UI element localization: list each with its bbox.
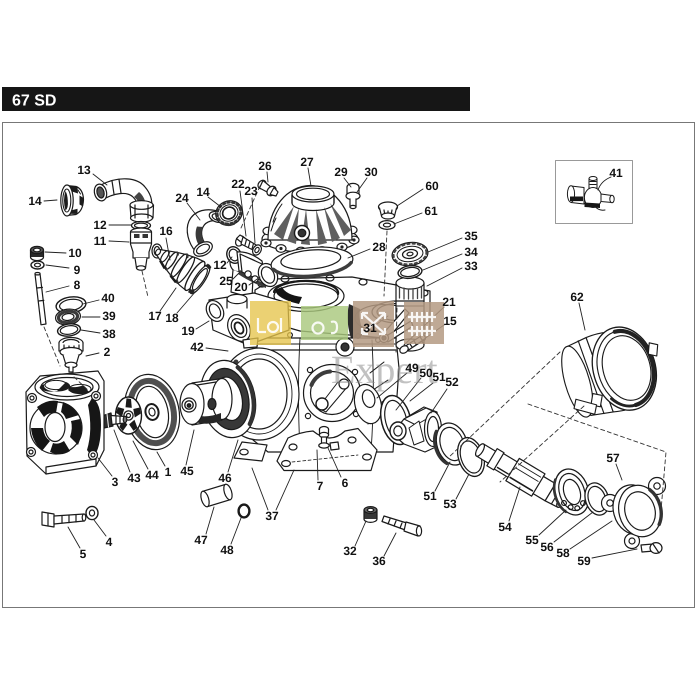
svg-text:38: 38 xyxy=(102,327,116,341)
svg-text:1: 1 xyxy=(165,465,172,479)
svg-text:22: 22 xyxy=(231,177,245,191)
svg-text:39: 39 xyxy=(102,309,116,323)
svg-text:47: 47 xyxy=(194,533,208,547)
svg-text:50: 50 xyxy=(419,366,433,380)
svg-text:30: 30 xyxy=(364,165,378,179)
svg-text:37: 37 xyxy=(265,509,279,523)
svg-text:13: 13 xyxy=(77,163,91,177)
svg-text:61: 61 xyxy=(424,204,438,218)
svg-text:2: 2 xyxy=(104,345,111,359)
svg-text:7: 7 xyxy=(317,479,324,493)
svg-text:3: 3 xyxy=(112,475,119,489)
svg-text:8: 8 xyxy=(74,278,81,292)
svg-text:32: 32 xyxy=(343,544,357,558)
svg-text:24: 24 xyxy=(175,191,189,205)
svg-text:55: 55 xyxy=(525,533,539,547)
svg-text:54: 54 xyxy=(498,520,512,534)
svg-text:11: 11 xyxy=(94,234,107,248)
svg-text:21: 21 xyxy=(442,295,456,309)
svg-text:27: 27 xyxy=(300,155,314,169)
svg-text:52: 52 xyxy=(445,375,459,389)
svg-text:28: 28 xyxy=(372,240,386,254)
svg-text:12: 12 xyxy=(213,258,227,272)
svg-text:20: 20 xyxy=(234,280,248,294)
svg-text:23: 23 xyxy=(244,184,258,198)
svg-text:36: 36 xyxy=(372,554,386,568)
svg-text:44: 44 xyxy=(145,468,159,482)
svg-text:14: 14 xyxy=(196,185,210,199)
svg-text:46: 46 xyxy=(218,471,232,485)
svg-text:15: 15 xyxy=(443,314,457,328)
svg-text:57: 57 xyxy=(606,451,620,465)
svg-text:18: 18 xyxy=(165,311,179,325)
svg-text:51: 51 xyxy=(423,489,437,503)
svg-text:33: 33 xyxy=(464,259,478,273)
svg-text:56: 56 xyxy=(540,540,554,554)
svg-text:10: 10 xyxy=(68,246,82,260)
svg-text:14: 14 xyxy=(28,194,42,208)
svg-text:48: 48 xyxy=(220,543,234,557)
svg-text:Expert: Expert xyxy=(331,347,438,392)
svg-text:67 SD: 67 SD xyxy=(12,93,56,110)
svg-text:49: 49 xyxy=(405,361,419,375)
svg-text:29: 29 xyxy=(334,165,348,179)
svg-text:58: 58 xyxy=(556,546,570,560)
svg-text:43: 43 xyxy=(127,471,141,485)
svg-text:45: 45 xyxy=(180,464,194,478)
svg-text:9: 9 xyxy=(74,263,81,277)
svg-text:12: 12 xyxy=(93,218,107,232)
svg-text:51: 51 xyxy=(432,370,446,384)
svg-text:42: 42 xyxy=(190,340,204,354)
svg-text:6: 6 xyxy=(342,476,349,490)
svg-text:5: 5 xyxy=(80,547,87,561)
svg-text:17: 17 xyxy=(148,309,162,323)
svg-text:35: 35 xyxy=(464,229,478,243)
svg-text:59: 59 xyxy=(577,554,591,568)
svg-text:34: 34 xyxy=(464,245,478,259)
svg-text:41: 41 xyxy=(609,166,623,180)
svg-text:19: 19 xyxy=(181,324,195,338)
svg-text:26: 26 xyxy=(258,159,272,173)
svg-text:25: 25 xyxy=(219,274,233,288)
svg-text:60: 60 xyxy=(425,179,439,193)
svg-text:53: 53 xyxy=(443,497,457,511)
svg-text:31: 31 xyxy=(363,321,377,335)
svg-text:40: 40 xyxy=(101,291,115,305)
svg-text:62: 62 xyxy=(570,290,584,304)
svg-text:16: 16 xyxy=(159,224,173,238)
svg-text:4: 4 xyxy=(106,535,113,549)
